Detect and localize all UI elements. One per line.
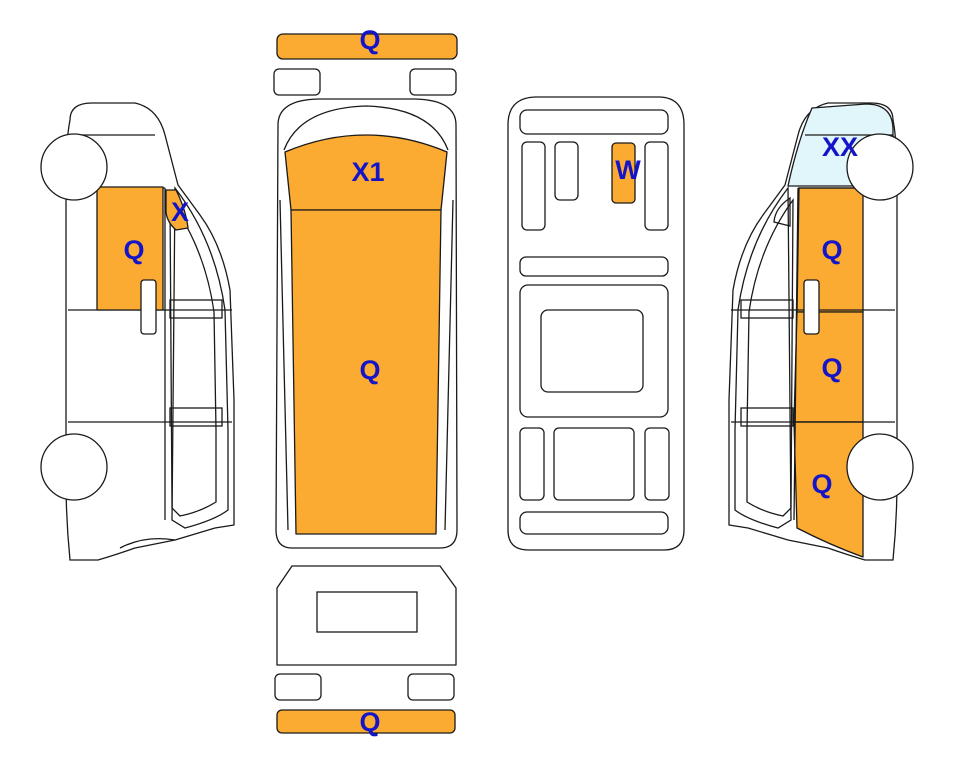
right-front-door-code: Q [821, 235, 842, 265]
front-bumper-code: Q [359, 25, 380, 55]
right-front-wheel [846, 133, 914, 201]
right-rear-panel-code: Q [811, 469, 832, 499]
underbody-view: W [507, 96, 685, 551]
front-bumper-panel [276, 33, 458, 60]
right-middle-panel-code: Q [821, 353, 842, 383]
rear-bumper-code: Q [359, 707, 380, 737]
underbody-part-code: W [615, 155, 641, 185]
top-view: Q X1 Q [273, 25, 458, 549]
right-rear-wheel [846, 433, 914, 501]
left-rear-wheel [40, 433, 108, 501]
right-side-view: XX Q Q Q [728, 102, 914, 561]
left-mirror [273, 68, 321, 96]
hood-code: X1 [351, 157, 384, 187]
right-front-fender-code: XX [822, 132, 858, 162]
rear-window [316, 591, 418, 633]
right-tail-light [407, 673, 455, 701]
left-front-door-code: Q [123, 235, 144, 265]
right-rear-panel [793, 421, 864, 558]
left-pillar-panel [165, 189, 189, 231]
rear-bumper-panel [276, 709, 456, 734]
left-side-view: Q X [40, 102, 235, 561]
roof-code: Q [359, 355, 380, 385]
right-mirror [409, 68, 457, 96]
left-front-wheel [40, 133, 108, 201]
left-tail-light [274, 673, 322, 701]
roof-panel [290, 209, 442, 535]
left-pillar-code: X [171, 197, 189, 227]
rear-view: Q [274, 565, 457, 737]
hood-panel [284, 134, 448, 211]
left-front-door-panel [96, 186, 164, 311]
underbody-part-panel [611, 142, 636, 204]
